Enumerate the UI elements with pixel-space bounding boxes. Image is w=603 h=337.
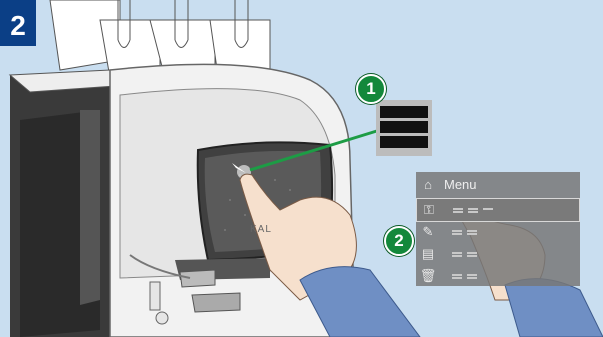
step-number-badge: 2 — [0, 0, 36, 46]
home-icon: ⌂ — [416, 177, 440, 192]
menu-item-cartridge[interactable]: ▤ — [416, 242, 580, 266]
trash-icon: 🗑 — [416, 268, 440, 284]
brush-icon: ✎ — [416, 224, 440, 240]
menu-title: Menu — [444, 177, 477, 192]
menu-item-clean[interactable]: ⚿ — [416, 198, 580, 222]
screen-off-symbol — [376, 100, 432, 156]
menu-item-text — [452, 273, 477, 280]
menu-item-text — [453, 207, 493, 214]
menu-item-text — [452, 229, 477, 236]
machine-model-label: KAL — [250, 224, 272, 235]
clean-icon: ⚿ — [417, 202, 441, 218]
menu-header[interactable]: ⌂ Menu — [416, 172, 580, 196]
menu-item-text — [452, 251, 477, 258]
callout-2: 2 — [384, 226, 414, 256]
cartridge-icon: ▤ — [416, 246, 440, 262]
menu-item-brush[interactable]: ✎ — [416, 220, 580, 244]
menu-item-trash[interactable]: 🗑 — [416, 264, 580, 288]
callout-1: 1 — [356, 74, 386, 104]
menu-panel: ⌂ Menu ⚿ ✎ ▤ 🗑 — [416, 172, 580, 286]
